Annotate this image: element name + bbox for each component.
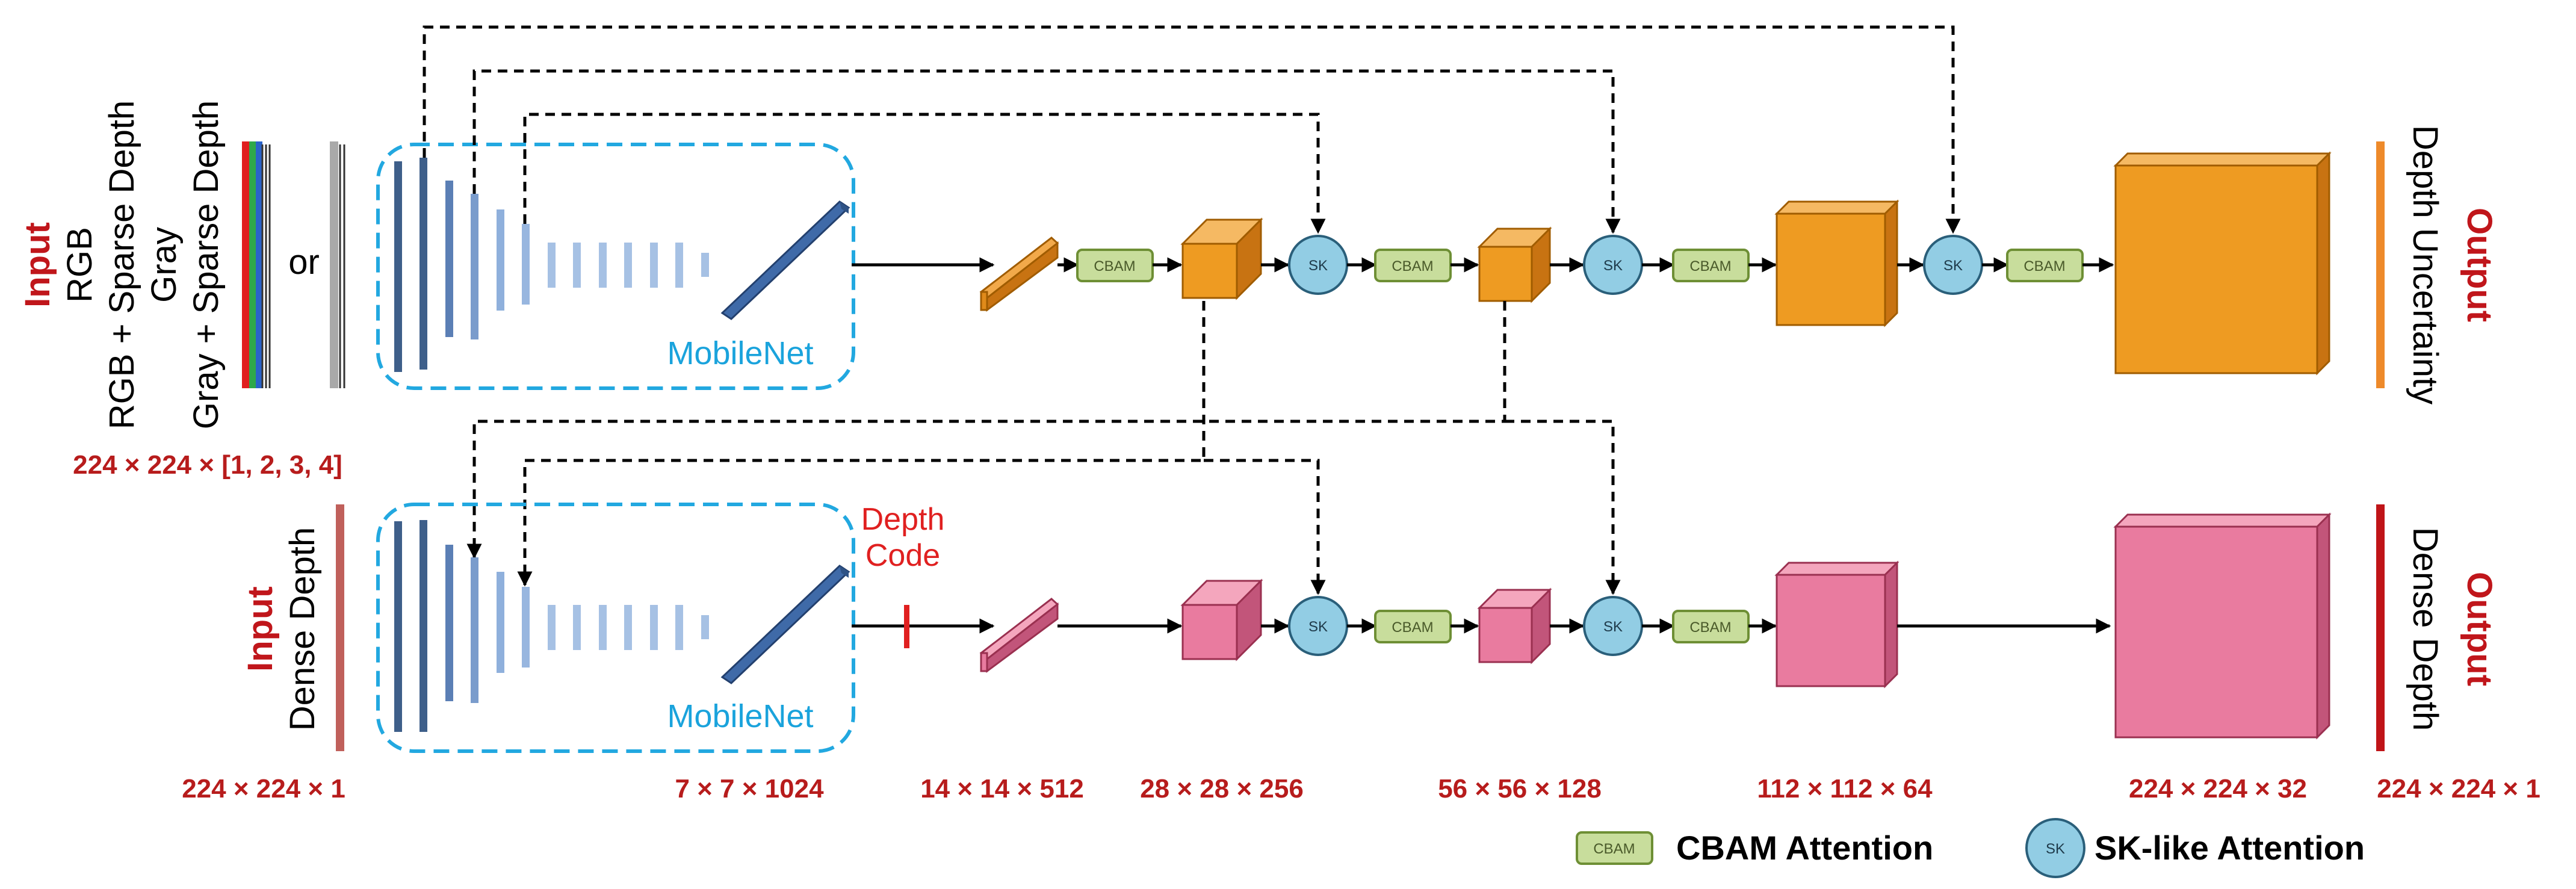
- svg-text:CBAM: CBAM: [2023, 258, 2065, 274]
- top-sk-1: SK: [1288, 235, 1348, 295]
- legend-cbam-label: CBAM Attention: [1676, 829, 1933, 867]
- bottom-block-224: [2113, 512, 2332, 740]
- top-cbam-2: CBAM: [1374, 249, 1452, 282]
- svg-text:SK: SK: [1308, 619, 1328, 635]
- bottom-decoder: Depth Code SK CBAM: [852, 502, 2499, 751]
- bottom-mobilenet-box: [376, 503, 855, 753]
- depth-code-label-line1: Depth: [861, 502, 945, 537]
- bottom-block-14: [979, 598, 1059, 673]
- top-skip-connections: [423, 25, 1961, 234]
- or-text: or: [288, 243, 320, 282]
- rgb-channel-stack-icon: [242, 141, 271, 388]
- bottom-mobilenet-label: MobileNet: [667, 698, 813, 734]
- top-input-dim: 224 × 224 × [1, 2, 3, 4]: [73, 450, 342, 480]
- bottom-sk-1: SK: [1288, 596, 1348, 656]
- dim-d3: 56 × 56 × 128: [1438, 774, 1602, 804]
- top-block-224: [2113, 151, 2332, 376]
- top-sk-2: SK: [1583, 235, 1643, 295]
- top-encoder-layers: [394, 158, 709, 372]
- gray-channel-stack-icon: [330, 141, 345, 388]
- top-decoder: CBAM SK CBAM SK: [852, 125, 2499, 404]
- bottom-input-name: Dense Depth: [283, 527, 322, 731]
- bottom-encoder: MobileNet: [376, 503, 855, 753]
- input-mode-gray-sparse: Gray + Sparse Depth: [187, 101, 226, 429]
- top-cbam-4: CBAM: [2006, 249, 2084, 282]
- bottom-block-56: [1477, 587, 1552, 664]
- top-cbam-1: CBAM: [1076, 249, 1154, 282]
- svg-text:CBAM: CBAM: [1392, 258, 1433, 274]
- svg-text:SK: SK: [1308, 258, 1328, 274]
- top-mobilenet-box: [376, 143, 855, 390]
- top-cbam-3: CBAM: [1672, 249, 1750, 282]
- top-output-name: Depth Uncertainty: [2406, 125, 2445, 404]
- svg-text:SK: SK: [1603, 258, 1623, 274]
- bottom-input-label: Input: [241, 586, 280, 672]
- svg-text:CBAM: CBAM: [1392, 619, 1433, 636]
- svg-text:SK: SK: [1603, 619, 1623, 635]
- bottom-encoder-bottleneck-icon: [720, 565, 850, 684]
- top-input-group: Input RGB RGB + Sparse Depth Gray Gray +…: [18, 101, 345, 480]
- dim-out: 224 × 224 × 1: [2377, 774, 2540, 804]
- svg-text:CBAM: CBAM: [1689, 258, 1731, 274]
- bottom-block-112: [1774, 560, 1899, 689]
- top-output-bar: [2376, 141, 2385, 388]
- legend: CBAM CBAM Attention SK SK-like Attention: [1576, 818, 2365, 878]
- input-mode-gray: Gray: [144, 227, 184, 303]
- bottom-sk-2: SK: [1583, 596, 1643, 656]
- bottom-input-bar: [336, 504, 344, 751]
- depth-code-label-line2: Code: [865, 538, 940, 573]
- depth-code-marker: [904, 605, 909, 648]
- bottom-encoder-layers: [394, 520, 709, 732]
- top-encoder: MobileNet: [376, 143, 855, 390]
- top-input-label: Input: [18, 222, 57, 308]
- svg-text:SK: SK: [1943, 258, 1963, 274]
- bottom-cbam-2: CBAM: [1672, 610, 1750, 643]
- top-mobilenet-label: MobileNet: [667, 335, 813, 371]
- bottom-output-label: Output: [2460, 572, 2499, 686]
- dim-d4: 112 × 112 × 64: [1757, 774, 1933, 804]
- svg-text:CBAM: CBAM: [1593, 841, 1635, 857]
- dimension-labels: 7 × 7 × 1024 14 × 14 × 512 28 × 28 × 256…: [675, 774, 2540, 804]
- bottom-block-28: [1180, 578, 1263, 661]
- legend-sk-icon: SK: [2025, 818, 2085, 878]
- top-block-56: [1477, 226, 1552, 303]
- legend-cbam-icon: CBAM: [1576, 831, 1653, 865]
- legend-sk-label: SK-like Attention: [2095, 829, 2365, 867]
- top-block-112: [1774, 199, 1899, 327]
- input-mode-rgb: RGB: [60, 227, 99, 303]
- dim-enc-out: 7 × 7 × 1024: [675, 774, 824, 804]
- dim-d1: 14 × 14 × 512: [920, 774, 1084, 804]
- svg-text:SK: SK: [2046, 841, 2065, 857]
- svg-text:CBAM: CBAM: [1094, 258, 1135, 274]
- dim-d2: 28 × 28 × 256: [1140, 774, 1304, 804]
- bottom-output-bar: [2376, 504, 2385, 751]
- dim-d5: 224 × 224 × 32: [2129, 774, 2307, 804]
- bottom-cbam-1: CBAM: [1374, 610, 1452, 643]
- top-block-28: [1180, 217, 1263, 300]
- top-output-label: Output: [2460, 208, 2499, 322]
- top-sk-3: SK: [1923, 235, 1983, 295]
- top-encoder-bottleneck-icon: [720, 200, 850, 320]
- svg-text:CBAM: CBAM: [1689, 619, 1731, 636]
- bottom-output-name: Dense Depth: [2406, 527, 2445, 731]
- input-mode-rgb-sparse: RGB + Sparse Depth: [102, 101, 141, 429]
- bottom-input-group: Input Dense Depth 224 × 224 × 1: [182, 504, 345, 804]
- top-block-14: [979, 237, 1059, 312]
- cross-branch-connections: [466, 301, 1621, 595]
- bottom-input-dim: 224 × 224 × 1: [182, 774, 345, 804]
